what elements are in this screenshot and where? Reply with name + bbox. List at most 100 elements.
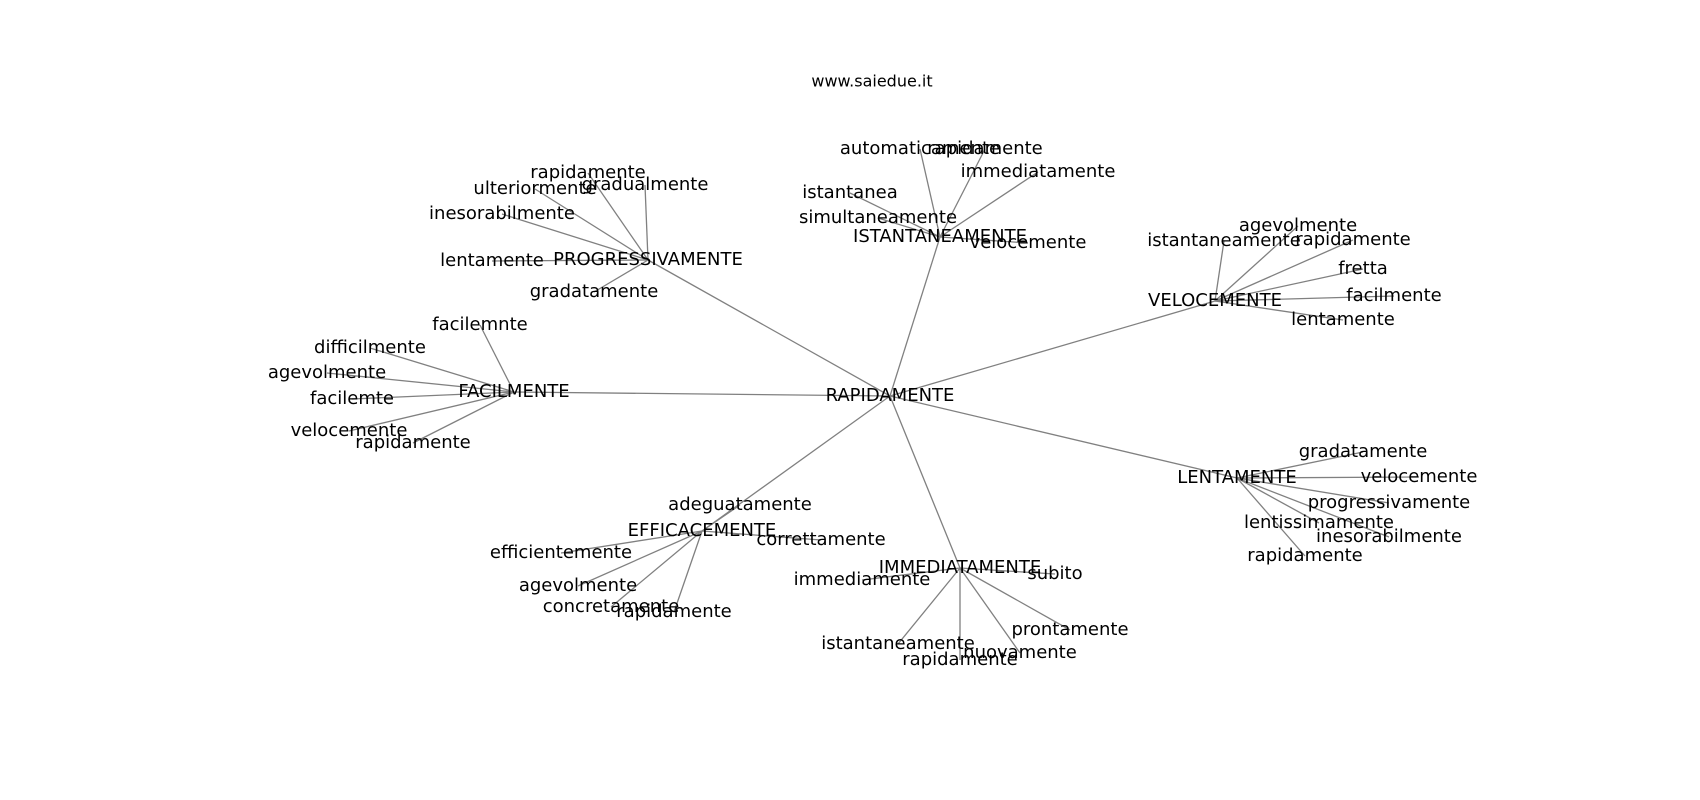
edge-center-to-hub <box>647 259 891 397</box>
leaf-node-label: efficientemente <box>490 542 632 563</box>
edge-hub-to-leaf <box>1236 477 1306 557</box>
leaf-node-label: rapidamente <box>616 601 731 622</box>
leaf-node-label: gradatamente <box>530 281 659 302</box>
leaf-node-label: difficilmente <box>314 337 426 358</box>
edge-hub-to-leaf <box>939 236 1029 244</box>
edge-hub-to-leaf <box>1236 477 1320 524</box>
edge-hub-to-leaf <box>1214 295 1395 302</box>
hub-node-label: VELOCEMENTE <box>1148 290 1282 311</box>
edges-layer <box>326 148 1420 660</box>
edge-center-to-hub <box>513 391 891 397</box>
leaf-node-label: lentamente <box>1291 309 1395 330</box>
hub-node-label: PROGRESSIVAMENTE <box>553 249 743 270</box>
site-url: www.saiedue.it <box>811 72 932 91</box>
edge-hub-to-leaf <box>610 530 703 608</box>
leaf-node-label: velocemente <box>970 232 1087 253</box>
leaf-node-label: rapidamente <box>1295 229 1410 250</box>
edge-hub-to-leaf <box>959 567 1021 654</box>
edge-hub-to-leaf <box>1214 268 1364 302</box>
edge-hub-to-leaf <box>369 347 515 393</box>
edge-hub-to-leaf <box>959 567 1071 631</box>
edge-hub-to-leaf <box>1214 240 1225 302</box>
leaf-node-label: immediatamente <box>961 161 1116 182</box>
edge-hub-to-leaf <box>593 259 649 293</box>
leaf-node-label: rapidamente <box>902 649 1017 670</box>
edge-hub-to-leaf <box>1214 300 1344 321</box>
leaf-node-label: velocemente <box>291 420 408 441</box>
edge-hub-to-leaf <box>939 171 1039 238</box>
edge-hub-to-leaf <box>1214 225 1299 302</box>
leaf-node-label: prontamente <box>1011 619 1128 640</box>
edge-hub-to-leaf <box>919 148 941 238</box>
edge-hub-to-leaf <box>412 391 515 444</box>
center-node-label: RAPIDAMENTE <box>826 385 955 406</box>
hub-node-label: FACILMENTE <box>458 381 569 402</box>
edge-hub-to-leaf <box>587 172 649 261</box>
leaf-node-label: automaticamente <box>840 138 1000 159</box>
hub-node-label: LENTAMENTE <box>1177 467 1297 488</box>
leaf-node-label: subito <box>1027 563 1082 584</box>
leaf-node-label: progressivamente <box>1308 492 1471 513</box>
edge-hub-to-leaf <box>577 530 703 587</box>
edge-hub-to-leaf <box>560 530 703 554</box>
leaf-node-label: istantanea <box>802 182 897 203</box>
leaf-node-label: facilemte <box>310 388 394 409</box>
leaf-node-label: simultaneamente <box>799 207 957 228</box>
leaf-node-label: rapidamente <box>355 432 470 453</box>
edge-center-to-hub <box>889 395 1238 479</box>
edge-hub-to-leaf <box>351 391 515 400</box>
leaf-node-label: correttamente <box>756 529 885 550</box>
leaf-node-label: inesorabilmente <box>1316 526 1462 547</box>
edge-hub-to-leaf <box>1214 239 1354 302</box>
edge-hub-to-leaf <box>348 391 515 432</box>
edge-hub-to-leaf <box>939 148 986 238</box>
leaf-node-label: adeguatamente <box>668 494 812 515</box>
leaf-node-label: velocemente <box>1361 466 1478 487</box>
edge-hub-to-leaf <box>897 567 961 645</box>
edge-hub-to-leaf <box>959 567 1056 575</box>
edge-hub-to-leaf <box>701 530 822 541</box>
edge-hub-to-leaf <box>326 372 515 393</box>
leaf-node-label: lentissimamente <box>1244 512 1394 533</box>
edge-center-to-hub <box>889 236 941 397</box>
leaf-node-label: agevolmente <box>519 575 637 596</box>
leaf-node-label: rapidamente <box>530 162 645 183</box>
leaf-node-label: ulteriormente <box>473 178 596 199</box>
edge-hub-to-leaf <box>1236 451 1364 479</box>
leaf-node-label: istantaneamente <box>1147 230 1301 251</box>
leaf-node-label: facilemnte <box>432 314 527 335</box>
leaf-node-label: fretta <box>1338 258 1388 279</box>
edge-hub-to-leaf <box>644 184 649 261</box>
edge-center-to-hub <box>701 395 891 532</box>
leaf-node-label: nuovamente <box>963 642 1077 663</box>
leaf-node-label: gradatamente <box>1299 441 1428 462</box>
edge-hub-to-leaf <box>501 213 649 261</box>
edge-hub-to-leaf <box>491 259 649 262</box>
leaf-node-label: rapidamente <box>1247 545 1362 566</box>
leaf-node-label: immediamente <box>794 569 931 590</box>
edge-hub-to-leaf <box>1236 477 1390 504</box>
leaf-node-label: gradualmente <box>582 174 709 195</box>
edge-hub-to-leaf <box>861 567 961 581</box>
edge-hub-to-leaf <box>849 192 941 238</box>
labels-layer: RAPIDAMENTEPROGRESSIVAMENTErapidamentegr… <box>268 138 1478 670</box>
edge-hub-to-leaf <box>1236 477 1390 538</box>
leaf-node-label: agevolmente <box>1239 215 1357 236</box>
edge-hub-to-leaf <box>479 324 515 393</box>
edge-hub-to-leaf <box>701 504 741 532</box>
edge-hub-to-leaf <box>1236 476 1420 479</box>
leaf-node-label: facilmente <box>1346 285 1441 306</box>
leaf-node-label: inesorabilmente <box>429 203 575 224</box>
hub-node-label: ISTANTANEAMENTE <box>853 226 1027 247</box>
edge-center-to-hub <box>889 395 961 569</box>
edge-hub-to-leaf <box>673 530 703 613</box>
leaf-node-label: agevolmente <box>268 362 386 383</box>
leaf-node-label: istantaneamente <box>821 633 975 654</box>
edge-hub-to-leaf <box>534 188 649 261</box>
hub-node-label: IMMEDIATAMENTE <box>879 557 1041 578</box>
leaf-node-label: lentamente <box>440 250 544 271</box>
leaf-node-label: rapidamente <box>927 138 1042 159</box>
edge-center-to-hub <box>889 300 1216 397</box>
leaf-node-label: concretamente <box>543 596 680 617</box>
